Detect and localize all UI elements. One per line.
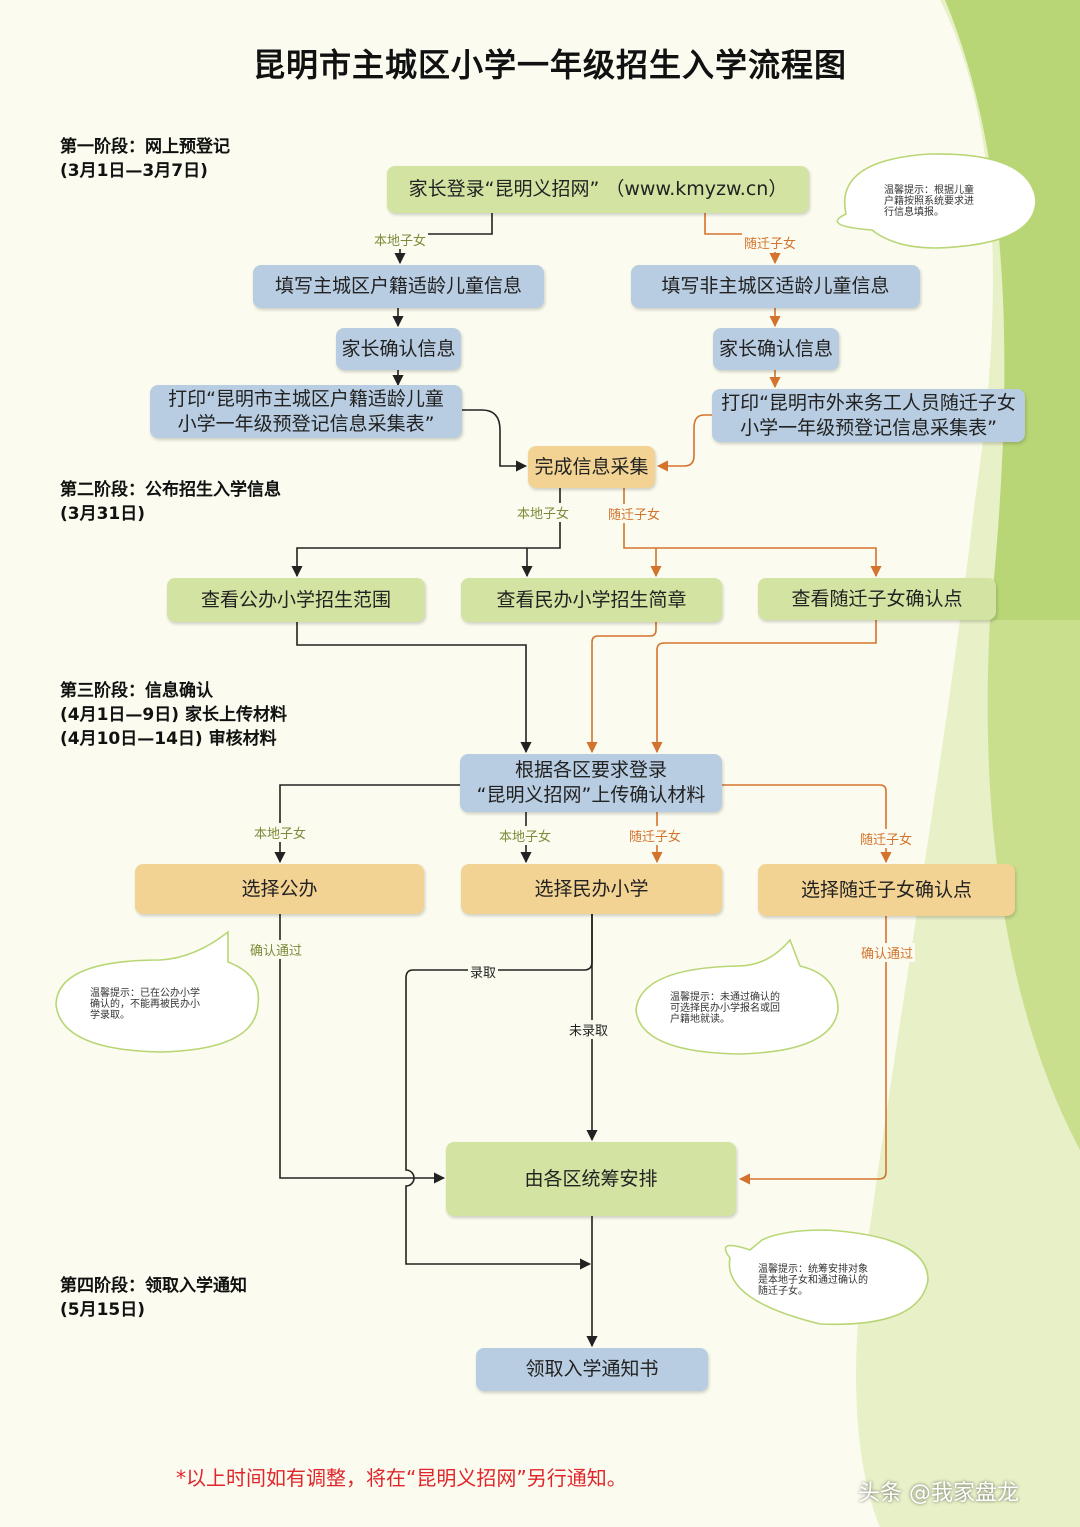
tip-3-line1: 温馨提示：未通过确认的 xyxy=(670,992,780,1003)
node-choose-private: 选择民办小学 xyxy=(461,864,722,914)
edge-complete-migrant xyxy=(623,488,882,578)
stage-3-name: 第三阶段：信息确认 xyxy=(60,681,213,701)
stage-4-date: (5月15日) xyxy=(60,1300,146,1320)
tip-1-text: 温馨提示：根据儿童 户籍按照系统要求进 行信息填报。 xyxy=(884,185,974,218)
edge-label-local-4: 本地子女 xyxy=(497,826,554,845)
stage-4-heading: 第四阶段：领取入学通知 (5月15日) xyxy=(60,1274,247,1322)
node-print-migrant-form: 打印“昆明市外来务工人员随迁子女 小学一年级预登记信息采集表” xyxy=(712,389,1025,442)
tip-bubble-4 xyxy=(724,1229,929,1326)
node-upload-materials: 根据各区要求登录 “昆明义招网”上传确认材料 xyxy=(460,754,722,812)
node-choose-public: 选择公办 xyxy=(135,864,424,914)
edge-public-upload xyxy=(296,622,532,754)
stage-3-heading: 第三阶段：信息确认 (4月1日—9日) 家长上传材料 (4月10日—14日) 审… xyxy=(60,679,287,751)
node-complete-collection: 完成信息采集 xyxy=(528,446,655,488)
edge-print-complete-migrant xyxy=(656,414,712,472)
tip-1-line2: 户籍按照系统要求进 xyxy=(884,196,974,207)
watermark: 头条 @我家盘龙 xyxy=(858,1481,1019,1506)
edge-label-local-2: 本地子女 xyxy=(515,503,572,522)
stage-1-heading: 第一阶段：网上预登记 (3月1日—3月7日) xyxy=(60,135,230,183)
footer-note: *以上时间如有调整，将在“昆明义招网”另行通知。 xyxy=(176,1466,627,1490)
stage-2-heading: 第二阶段：公布招生入学信息 (3月31日) xyxy=(60,478,281,526)
edge-upload-choose-migrant xyxy=(722,784,892,864)
stage-3-date-review: (4月10日—14日) 审核材料 xyxy=(60,729,277,749)
node-view-migrant-points: 查看随迁子女确认点 xyxy=(758,578,996,620)
tip-4-line2: 是本地子女和通过确认的 xyxy=(758,1275,868,1286)
edge-label-migrant-2: 随迁子女 xyxy=(606,504,663,523)
node-receive-notice: 领取入学通知书 xyxy=(476,1348,708,1391)
tip-2-line2: 确认的，不能再被民办小 xyxy=(90,999,200,1010)
edge-private-upload xyxy=(586,622,657,754)
node-parent-login: 家长登录“昆明义招网” （www.kmyzw.cn） xyxy=(387,166,809,213)
print-local-line2: 小学一年级预登记信息采集表” xyxy=(177,412,435,435)
tip-3-line3: 户籍地就读。 xyxy=(670,1014,730,1025)
edge-label-local-3: 本地子女 xyxy=(252,823,309,842)
node-confirm-migrant: 家长确认信息 xyxy=(713,328,839,370)
edge-label-not-admitted: 未录取 xyxy=(567,1020,611,1039)
tip-bubble-1 xyxy=(836,153,1037,249)
edge-label-migrant-3: 随迁子女 xyxy=(627,826,684,845)
stage-1-date: (3月1日—3月7日) xyxy=(60,161,208,181)
tip-2-line1: 温馨提示：已在公办小学 xyxy=(90,988,200,999)
edge-private-admit xyxy=(405,914,593,1270)
tip-4-line3: 随迁子女。 xyxy=(758,1286,808,1297)
tip-2-line3: 学录取。 xyxy=(90,1010,130,1021)
node-print-local-form: 打印“昆明市主城区户籍适龄儿童 小学一年级预登记信息采集表” xyxy=(150,385,462,438)
edge-complete-local xyxy=(291,488,561,578)
print-migrant-line2: 小学一年级预登记信息采集表” xyxy=(740,416,997,439)
node-confirm-local: 家长确认信息 xyxy=(336,328,461,370)
edge-label-admitted: 录取 xyxy=(468,962,499,981)
print-local-line1: 打印“昆明市主城区户籍适龄儿童 xyxy=(168,387,444,410)
tip-4-text: 温馨提示：统筹安排对象 是本地子女和通过确认的 随迁子女。 xyxy=(758,1264,868,1297)
tip-1-line3: 行信息填报。 xyxy=(884,207,944,218)
edge-label-migrant-1: 随迁子女 xyxy=(742,233,799,252)
upload-line1: 根据各区要求登录 xyxy=(514,759,667,781)
edge-label-confirmed-public: 确认通过 xyxy=(248,940,305,959)
node-choose-migrant-point: 选择随迁子女确认点 xyxy=(758,864,1015,916)
edge-label-confirmed-migrant: 确认通过 xyxy=(859,943,916,962)
print-migrant-line1: 打印“昆明市外来务工人员随迁子女 xyxy=(721,391,1016,414)
tip-3-text: 温馨提示：未通过确认的 可选择民办小学报名或回 户籍地就读。 xyxy=(670,992,780,1025)
edge-print-complete-local xyxy=(462,409,528,472)
stage-3-date-upload: (4月1日—9日) 家长上传材料 xyxy=(60,705,287,725)
node-view-public-range: 查看公办小学招生范围 xyxy=(167,578,425,622)
edge-label-migrant-4: 随迁子女 xyxy=(858,829,915,848)
tip-3-line2: 可选择民办小学报名或回 xyxy=(670,1003,780,1014)
stage-1-name: 第一阶段：网上预登记 xyxy=(60,137,230,157)
tip-1-line1: 温馨提示：根据儿童 xyxy=(884,185,974,196)
stage-2-name: 第二阶段：公布招生入学信息 xyxy=(60,480,281,500)
node-fill-migrant-info: 填写非主城区适龄儿童信息 xyxy=(631,265,920,308)
tip-bubble-3 xyxy=(635,938,839,1055)
stage-2-date: (3月31日) xyxy=(60,504,146,524)
tip-bubble-2 xyxy=(55,930,260,1053)
edge-migrant-upload xyxy=(651,620,877,754)
upload-line2: “昆明义招网”上传确认材料 xyxy=(476,784,706,806)
node-fill-local-info: 填写主城区户籍适龄儿童信息 xyxy=(253,265,544,308)
edge-migrant-district xyxy=(738,916,887,1185)
page-title: 昆明市主城区小学一年级招生入学流程图 xyxy=(252,46,847,84)
tip-2-text: 温馨提示：已在公办小学 确认的，不能再被民办小 学录取。 xyxy=(90,988,200,1021)
node-view-private-brochure: 查看民办小学招生简章 xyxy=(461,578,722,622)
stage-4-name: 第四阶段：领取入学通知 xyxy=(60,1276,247,1296)
tip-4-line1: 温馨提示：统筹安排对象 xyxy=(758,1264,868,1275)
node-district-arrangement: 由各区统筹安排 xyxy=(446,1142,736,1216)
edge-public-district xyxy=(279,914,446,1184)
edge-label-local-1: 本地子女 xyxy=(372,230,429,249)
